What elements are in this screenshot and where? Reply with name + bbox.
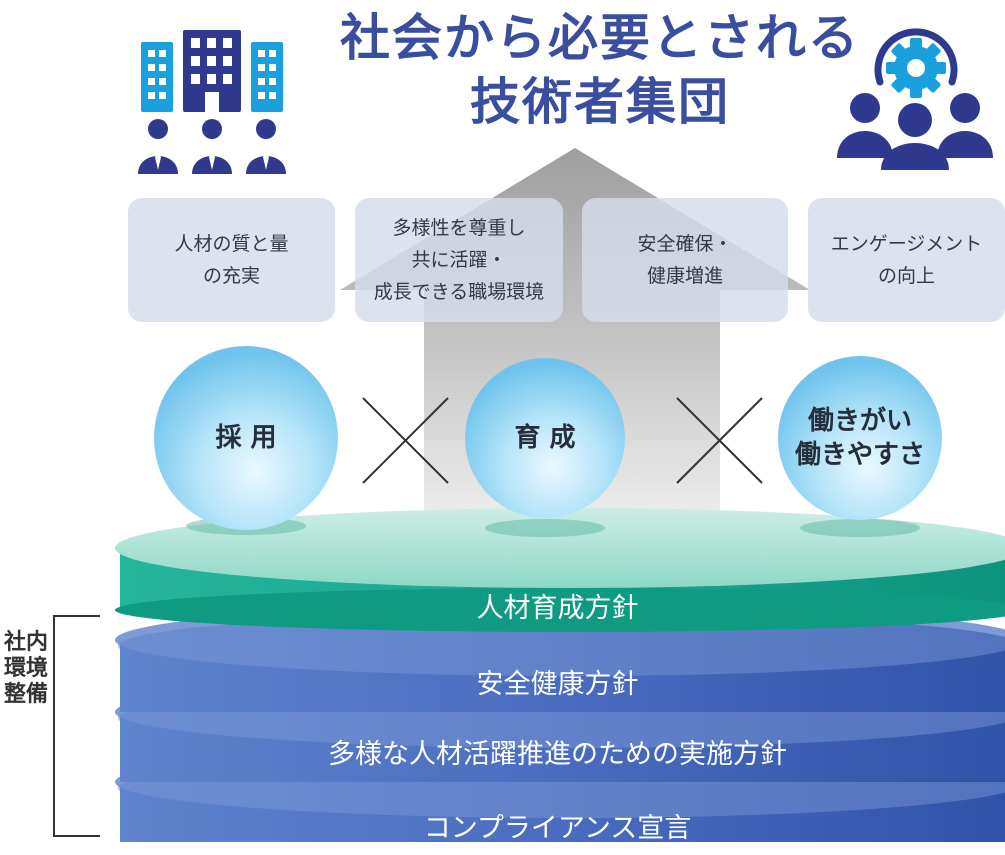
layer-label-hr-development: 人材育成方針 (476, 593, 639, 624)
circle-recruitment (154, 346, 338, 530)
title-line-2: 技術者集団 (470, 73, 730, 131)
goal-card-safety-health: 安全確保・ 健康増進 (582, 198, 788, 322)
page-title: 社会から必要とされる 技術者集団 (300, 6, 900, 134)
office-building-people-icon (138, 30, 286, 174)
circle-label-development: 育 成 (514, 423, 576, 453)
team-gear-icon (837, 28, 993, 170)
side-label-internal-environment: 社内環境整備 (4, 630, 49, 707)
layer-label-compliance: コンプライアンス宣言 (423, 813, 692, 844)
cross-icon (362, 397, 449, 484)
goal-card-diversity: 多様性を尊重し 共に活躍・ 成長できる職場環境 (355, 198, 563, 322)
layer-label-diversity: 多様な人材活躍推進のための実施方針 (328, 739, 787, 770)
cross-icon (676, 397, 763, 484)
circle-label-wellbeing: 働きがい 働きやすさ (794, 406, 925, 470)
side-bracket (53, 615, 100, 837)
circle-label-recruitment: 採 用 (215, 423, 277, 453)
circle-development (465, 358, 625, 518)
title-line-1: 社会から必要とされる (340, 9, 860, 67)
goal-card-talent-quality: 人材の質と量 の充実 (128, 198, 335, 322)
layer-label-safety-health: 安全健康方針 (476, 669, 639, 700)
goal-card-engagement: エンゲージメント の向上 (808, 198, 1005, 322)
circle-wellbeing (778, 356, 942, 520)
